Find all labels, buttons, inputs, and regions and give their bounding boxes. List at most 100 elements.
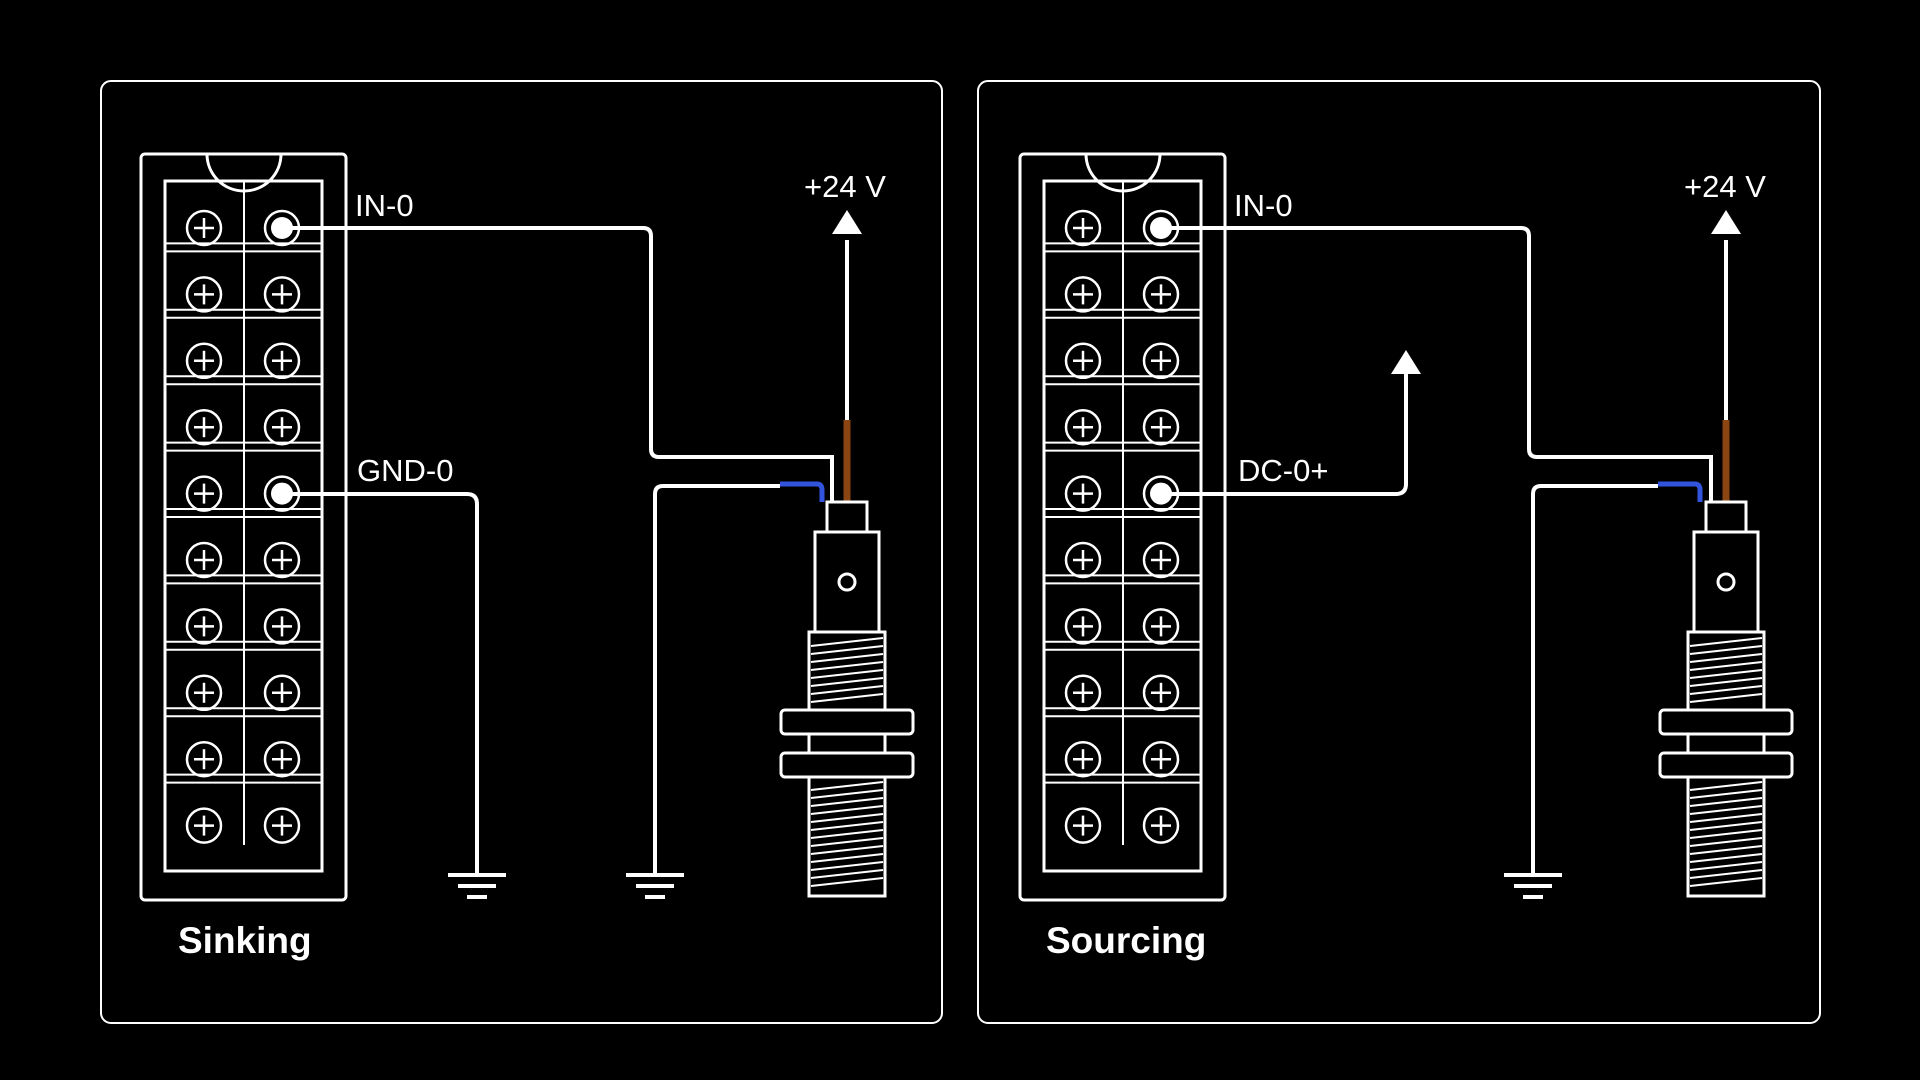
thread-line — [1689, 637, 1763, 647]
thread-line — [810, 813, 884, 823]
supply-arrow-icon — [832, 210, 862, 234]
terminal-screw-icon — [1142, 674, 1180, 712]
thread-line — [810, 821, 884, 831]
thread-line — [1689, 669, 1763, 679]
terminal-screw-icon — [1064, 408, 1102, 446]
thread-line — [1689, 685, 1763, 695]
terminal-screw-icon — [263, 276, 301, 313]
blue-wire — [1658, 481, 1703, 502]
thread-line — [810, 837, 884, 847]
panel-frame — [977, 80, 1821, 1024]
thread-line — [810, 853, 884, 863]
lock-nut — [779, 751, 915, 779]
terminal-screw-icon — [1142, 408, 1180, 446]
thread-line — [1689, 805, 1763, 815]
proximity-sensor-icon — [1658, 500, 1794, 898]
terminal-screw-icon — [1142, 740, 1180, 778]
thread-line — [810, 861, 884, 871]
thread-line — [1689, 645, 1763, 655]
thread-line — [810, 869, 884, 879]
thread-line — [1689, 829, 1763, 839]
thread-line — [810, 797, 884, 807]
supply-terminal-label: DC-0+ — [1238, 453, 1328, 488]
supply-label: +24 V — [804, 169, 886, 204]
supply-label: +24 V — [1684, 169, 1766, 204]
thread-line — [1689, 797, 1763, 807]
terminal-screw-icon — [263, 342, 301, 380]
thread-line — [810, 645, 884, 655]
ground-wire — [282, 492, 479, 873]
sensor-cap — [825, 500, 869, 534]
thread-line — [810, 845, 884, 855]
thread-line — [1689, 877, 1763, 887]
input-label: IN-0 — [1234, 188, 1293, 223]
thread-line — [1689, 821, 1763, 831]
terminal-screw-icon — [185, 408, 223, 446]
terminal-screw-icon — [1142, 276, 1180, 313]
thread-line — [1689, 781, 1763, 791]
terminal-screw-icon — [1064, 541, 1102, 579]
terminal-screw-icon — [1064, 475, 1102, 512]
terminal-screw-icon — [185, 608, 223, 645]
terminal-screw-icon — [1142, 342, 1180, 380]
supply-arrow-icon — [1391, 350, 1421, 374]
terminal-housing — [139, 152, 348, 902]
thread-line — [1689, 837, 1763, 847]
thread-line — [810, 829, 884, 839]
terminal-screw-icon — [185, 674, 223, 712]
panel-title: Sinking — [178, 920, 312, 961]
dc-supply-wire — [1161, 374, 1408, 496]
proximity-sensor-icon — [779, 500, 915, 898]
terminal-screw-icon — [185, 740, 223, 778]
terminal-screw-icon — [1064, 674, 1102, 712]
terminal-screw-icon — [1064, 740, 1102, 778]
thread-line — [810, 685, 884, 695]
thread-line — [810, 781, 884, 791]
terminal-block — [139, 152, 348, 902]
sensor-ground-wire — [1531, 484, 1658, 873]
terminal-screw-icon — [1064, 209, 1102, 247]
input-wire — [282, 226, 834, 502]
thread-line — [810, 805, 884, 815]
terminal-screw-icon — [1142, 608, 1180, 645]
terminal-screw-icon — [263, 541, 301, 579]
thread-line — [1689, 693, 1763, 703]
thread-line — [810, 669, 884, 679]
thread-line — [810, 789, 884, 799]
thread-line — [1689, 789, 1763, 799]
terminal-screw-icon — [1064, 608, 1102, 645]
thread-line — [1689, 845, 1763, 855]
ground-label: GND-0 — [357, 453, 453, 488]
thread-line — [810, 877, 884, 887]
terminal-screw-icon — [185, 807, 223, 844]
panel-frame — [100, 80, 943, 1024]
terminal-screw-icon — [263, 807, 301, 844]
terminal-screw-icon — [1064, 276, 1102, 313]
terminal-screw-icon — [1142, 541, 1180, 579]
panel-sourcing: IN-0 DC-0+ +24 V Sourcing — [977, 80, 1821, 1024]
terminal-screw-icon — [263, 408, 301, 446]
terminal-screw-icon — [1064, 342, 1102, 380]
blue-wire — [780, 481, 825, 502]
terminal-screw-icon — [263, 608, 301, 645]
sensor-head — [1692, 530, 1760, 634]
terminal-screw-icon — [185, 209, 223, 247]
lock-nut — [779, 708, 915, 736]
thread-line — [1689, 853, 1763, 863]
ground-icon — [448, 873, 506, 899]
sensor-ground-wire — [653, 484, 780, 873]
terminal-block — [1018, 152, 1227, 902]
lock-nut — [1658, 708, 1794, 736]
thread-line — [1689, 861, 1763, 871]
terminal-screw-icon — [263, 740, 301, 778]
terminal-screw-icon — [185, 276, 223, 313]
terminal-screw-icon — [185, 541, 223, 579]
ground-icon — [626, 873, 684, 899]
thread-line — [810, 693, 884, 703]
panel-title: Sourcing — [1046, 920, 1206, 961]
ground-icon — [1504, 873, 1562, 899]
thread-line — [1689, 653, 1763, 663]
terminal-screw-icon — [1064, 807, 1102, 844]
indicator-led — [837, 572, 857, 592]
